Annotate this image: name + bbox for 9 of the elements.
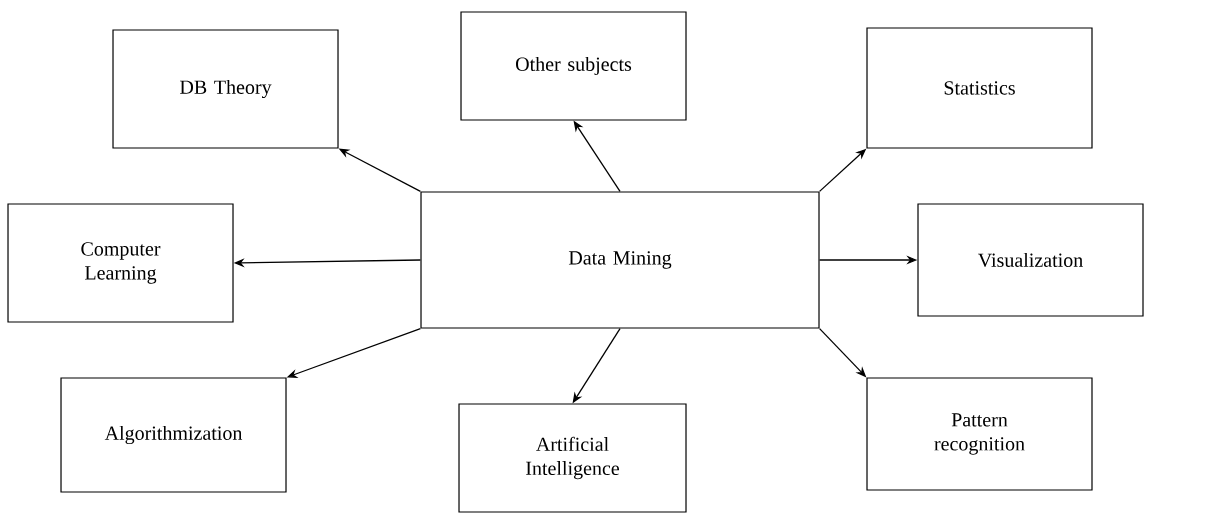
box: Statistics [866, 27, 1093, 149]
box: Visualization [917, 203, 1144, 317]
box: Other subjects [460, 11, 687, 121]
box: DB Theory [112, 29, 339, 149]
box: Data Mining [420, 191, 820, 329]
box: Computer Learning [7, 203, 234, 323]
box: Artificial Intelligence [458, 403, 687, 513]
box: Algorithmization [60, 377, 287, 493]
box: Pattern recognition [866, 377, 1093, 491]
